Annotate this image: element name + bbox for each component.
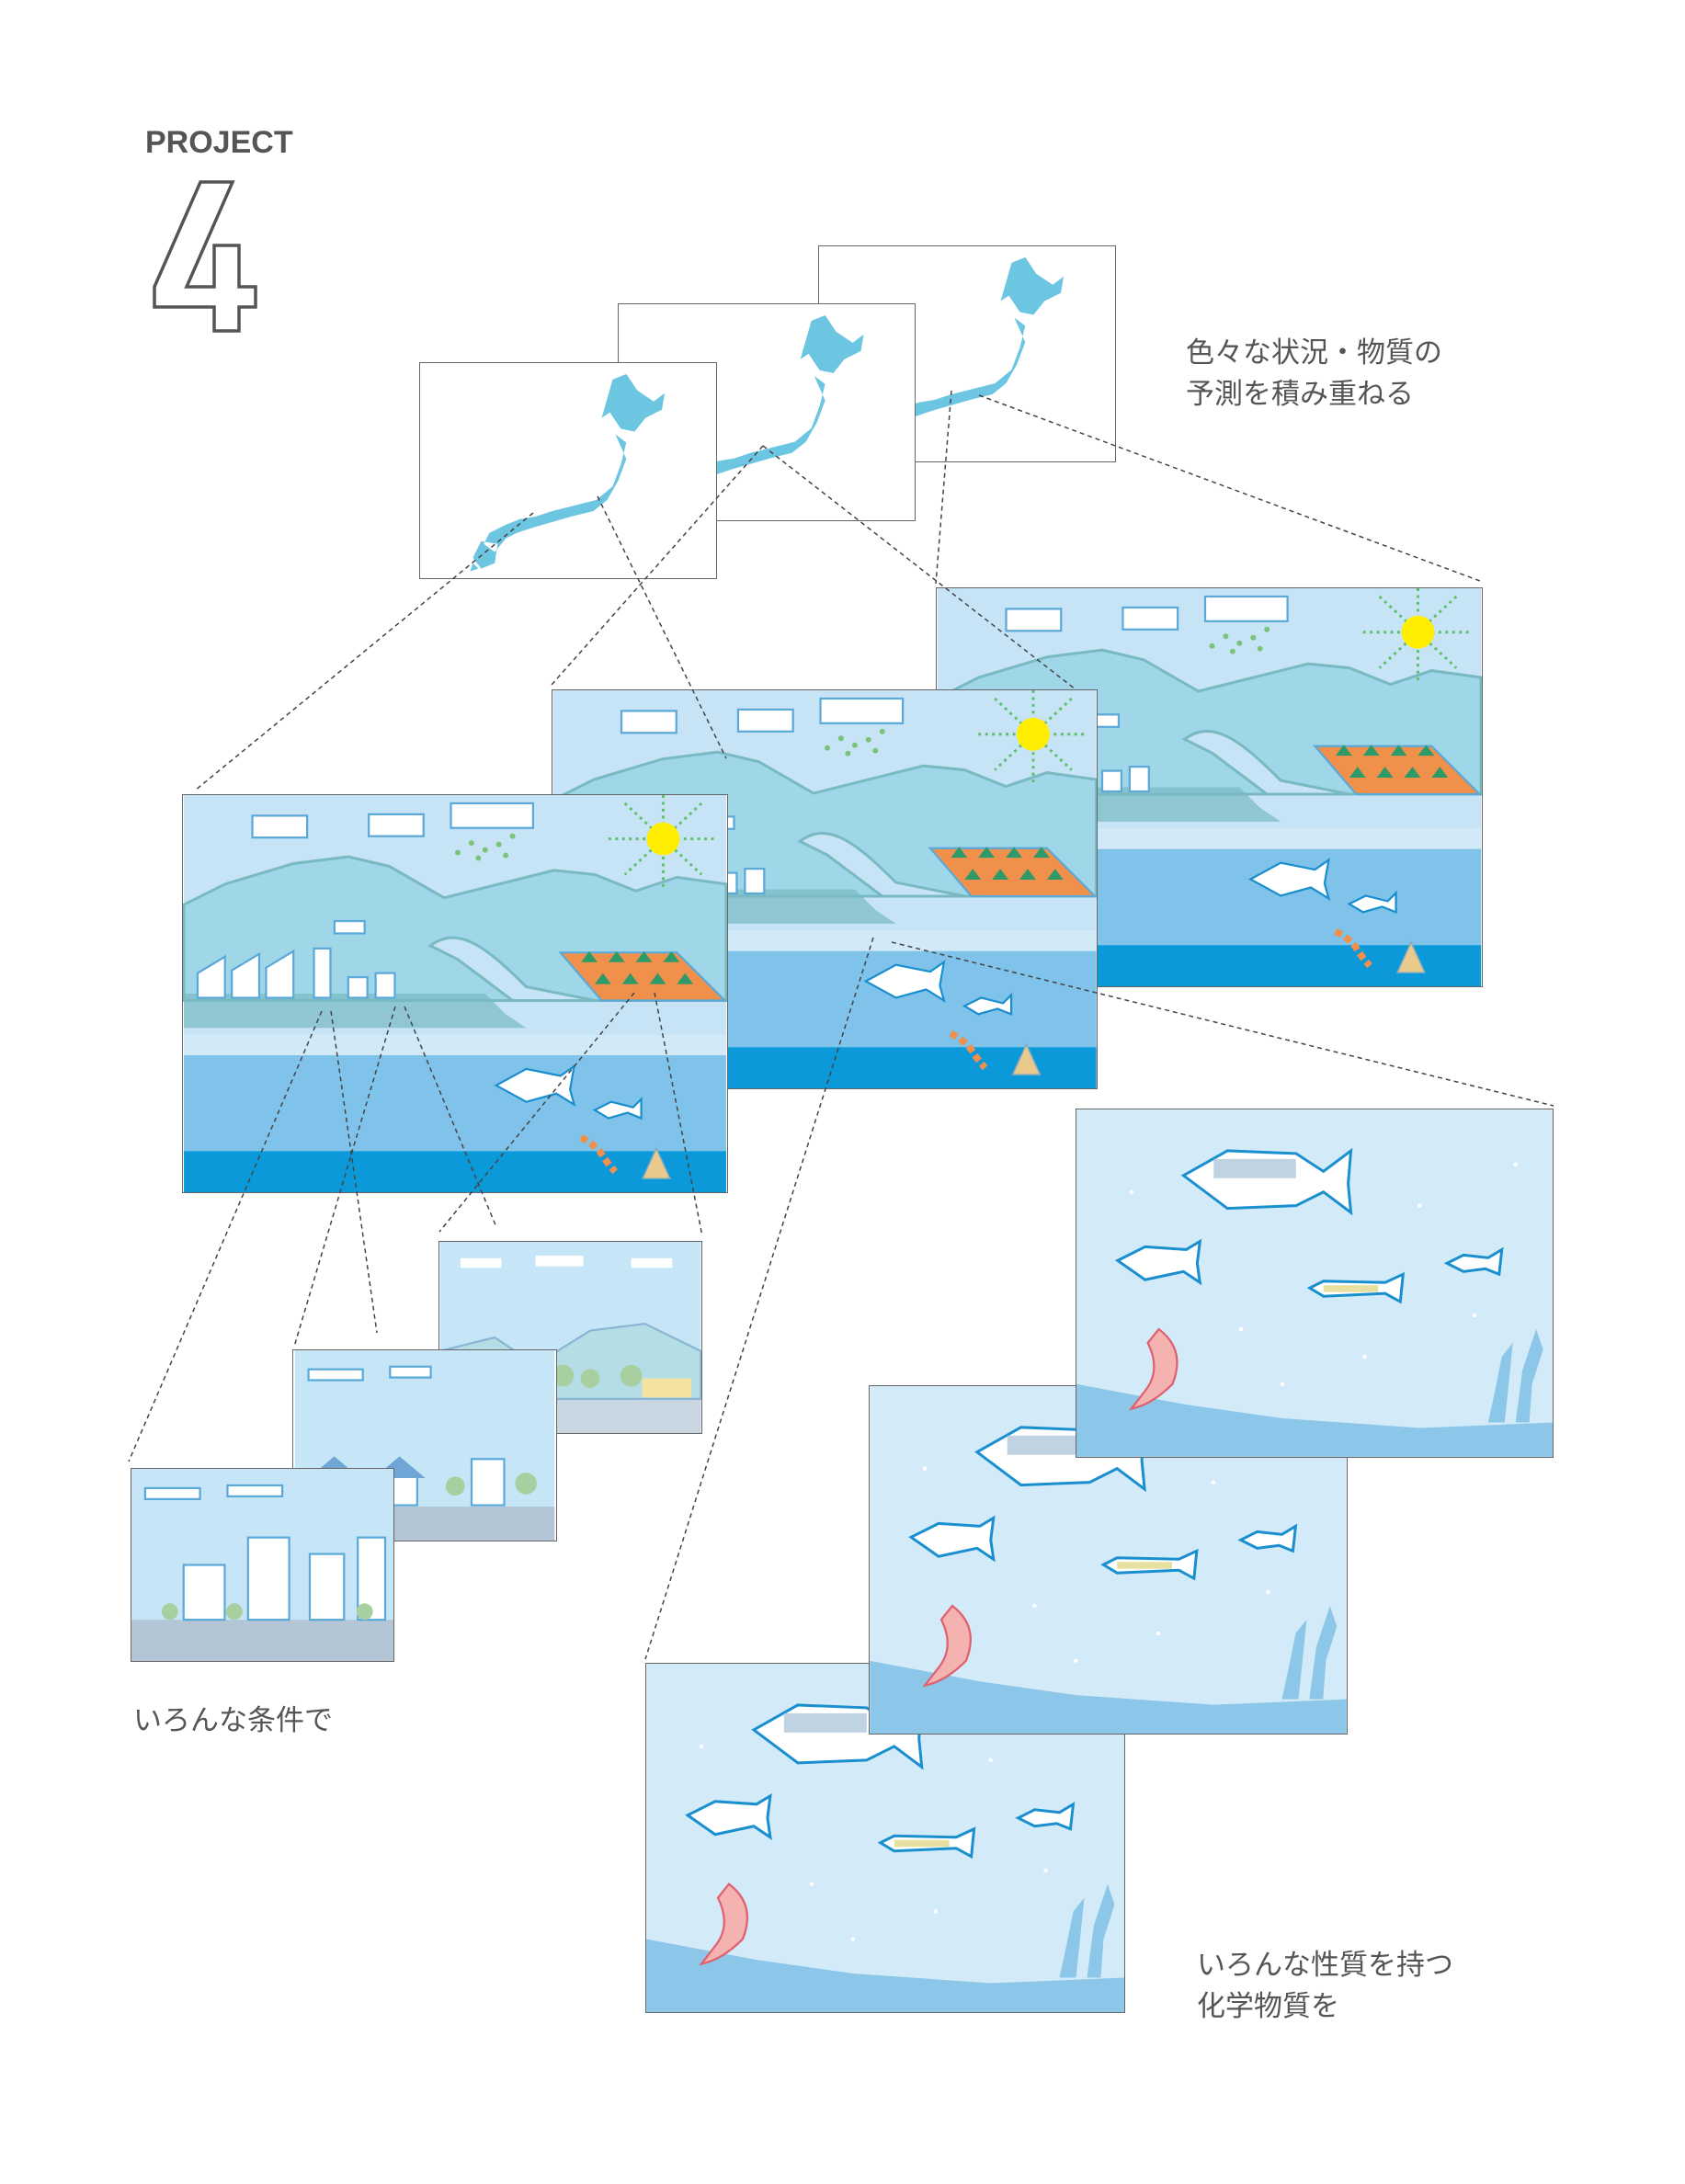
project-label: PROJECT	[145, 125, 293, 160]
map-panel-1	[419, 362, 717, 579]
caption-conditions: いろんな条件で	[133, 1704, 333, 1737]
city-scene	[131, 1469, 393, 1661]
caption-stack-line-2: 予測を積み重ねる	[1186, 378, 1414, 411]
caption-stack-line-1: 色々な状況・物質の	[1186, 336, 1442, 370]
japan-map-icon	[420, 363, 716, 578]
scene-panel-1	[182, 794, 728, 1193]
project-number-4	[153, 180, 257, 333]
caption-chemicals-line-1: いろんな性質を持つ	[1197, 1949, 1453, 1982]
condition-panel-city	[131, 1468, 394, 1662]
caption-stack: 色々な状況・物質の 予測を積み重ねる	[1186, 333, 1442, 415]
caption-chemicals-line-2: 化学物質を	[1197, 1990, 1339, 2023]
caption-chemicals: いろんな性質を持つ 化学物質を	[1197, 1945, 1453, 2028]
aquatic-life-scene	[1076, 1109, 1553, 1457]
fish-panel-3	[1076, 1109, 1554, 1458]
environment-scene	[183, 795, 727, 1192]
